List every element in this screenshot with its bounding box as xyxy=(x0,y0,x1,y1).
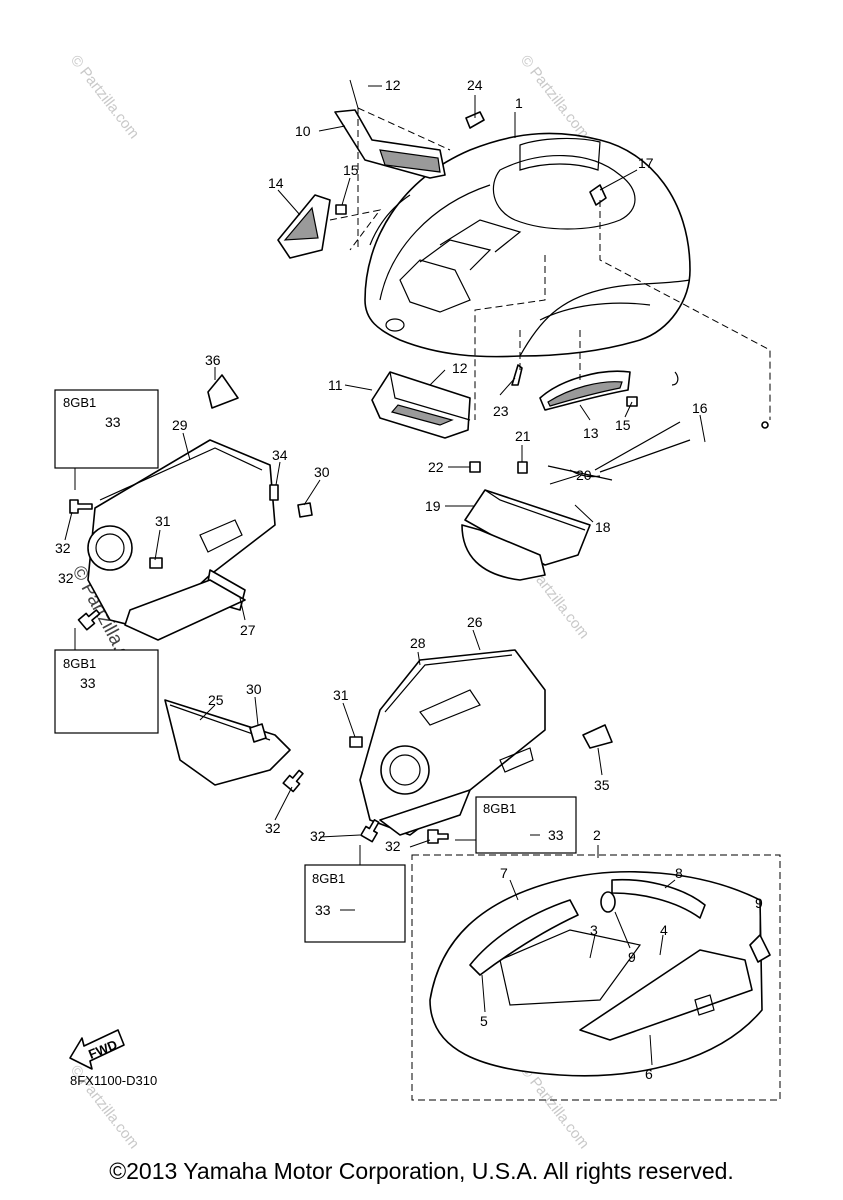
callout-7: 7 xyxy=(500,865,508,881)
callout-31: 31 xyxy=(155,513,171,529)
code-label: 8GB1 xyxy=(312,871,345,886)
callout-12: 12 xyxy=(385,77,401,93)
latch-assembly xyxy=(461,371,769,581)
right-side-cover xyxy=(349,649,613,836)
callout-32: 32 xyxy=(58,570,74,586)
hood-kit xyxy=(411,854,781,1101)
callout-11: 11 xyxy=(328,377,343,393)
copyright-notice: ©2013 Yamaha Motor Corporation, U.S.A. A… xyxy=(109,1158,734,1184)
callout-10: 10 xyxy=(295,123,311,139)
callout-12: 12 xyxy=(452,360,468,376)
callout-6: 6 xyxy=(645,1066,653,1082)
assembly-lines xyxy=(329,107,771,420)
callout-5: 5 xyxy=(480,1013,488,1029)
watermark-text: © Partzilla.com xyxy=(67,52,143,142)
callout-2: 2 xyxy=(593,827,601,843)
callout-31: 31 xyxy=(333,687,349,703)
callout-15: 15 xyxy=(343,162,359,178)
callout-34: 34 xyxy=(272,447,288,463)
callout-32: 32 xyxy=(265,820,281,836)
callout-20: 20 xyxy=(576,467,592,483)
callout-28: 28 xyxy=(410,635,426,651)
callout-16: 16 xyxy=(692,400,708,416)
callout-30: 30 xyxy=(314,464,330,480)
right-mesh-panel xyxy=(539,370,631,411)
callout-21: 21 xyxy=(515,428,531,444)
callout-32: 32 xyxy=(55,540,71,556)
callout-8: 8 xyxy=(675,865,683,881)
watermark-text: © Partzilla.com xyxy=(517,52,593,142)
callout-15: 15 xyxy=(615,417,631,433)
callout-33: 33 xyxy=(315,902,331,918)
callout-32: 32 xyxy=(310,828,326,844)
lower-left-cowl xyxy=(164,699,291,786)
callout-36: 36 xyxy=(205,352,221,368)
fwd-label: FWD xyxy=(86,1037,119,1062)
callout-32: 32 xyxy=(385,838,401,854)
callout-33: 33 xyxy=(80,675,96,691)
code-boxes: 8GB1 8GB1 8GB1 8GB1 xyxy=(54,389,577,943)
callout-29: 29 xyxy=(172,417,188,433)
callout-30: 30 xyxy=(246,681,262,697)
callout-17: 17 xyxy=(638,155,654,171)
callout-19: 19 xyxy=(425,498,441,514)
callout-9: 9 xyxy=(628,949,636,965)
callout-25: 25 xyxy=(208,692,224,708)
lower-grille xyxy=(371,371,471,439)
callout-35: 35 xyxy=(594,777,610,793)
callout-13: 13 xyxy=(583,425,599,441)
callout-33: 33 xyxy=(548,827,564,843)
callout-24: 24 xyxy=(467,77,483,93)
callout-22: 22 xyxy=(428,459,444,475)
callout-33: 33 xyxy=(105,414,121,430)
code-label: 8GB1 xyxy=(63,395,96,410)
callouts: 1 2 3 4 5 6 7 8 9 9 10 11 12 12 13 14 15… xyxy=(55,77,763,1082)
front-hood xyxy=(364,132,691,358)
callout-4: 4 xyxy=(660,922,668,938)
leaders xyxy=(64,79,761,1066)
callout-27: 27 xyxy=(240,622,256,638)
callout-18: 18 xyxy=(595,519,611,535)
diagram-code: 8FX1100-D310 xyxy=(70,1073,157,1088)
callout-3: 3 xyxy=(590,922,598,938)
code-label: 8GB1 xyxy=(63,656,96,671)
code-label: 8GB1 xyxy=(483,801,516,816)
left-mesh-panels xyxy=(277,109,446,259)
callout-14: 14 xyxy=(268,175,284,191)
callout-23: 23 xyxy=(493,403,509,419)
callout-26: 26 xyxy=(467,614,483,630)
left-side-cover xyxy=(87,439,276,641)
callout-1: 1 xyxy=(515,95,523,111)
callout-9: 9 xyxy=(755,895,763,911)
